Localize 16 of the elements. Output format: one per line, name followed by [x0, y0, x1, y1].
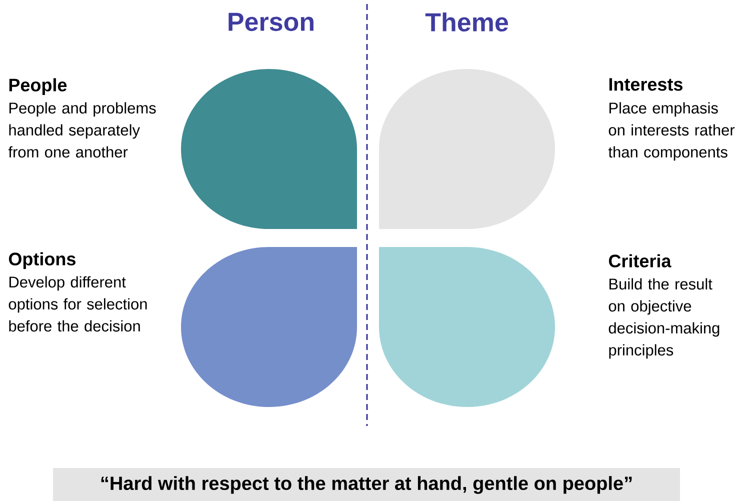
description: People and problems handled separately from one another: [8, 102, 156, 158]
petal-shape: [181, 247, 357, 407]
heading: Options: [8, 252, 76, 269]
column-heading: Person: [228, 12, 314, 32]
heading: People: [9, 78, 67, 95]
heading: Interests: [609, 78, 682, 91]
quote-box: [53, 468, 680, 501]
petal-shape: [181, 69, 357, 229]
quote-text: “Hard with respect to the matter at hand, gentle on people”: [101, 476, 632, 494]
description: Develop different options for selection before the decision: [8, 276, 147, 332]
description: Place emphasis on interests rather than components: [608, 102, 735, 161]
heading: Criteria: [608, 254, 672, 268]
petal-shape: [379, 69, 555, 229]
column-heading: Theme: [425, 12, 508, 32]
petal-shape: [379, 247, 555, 407]
description: Build the result on objective decision-making principles: [608, 278, 720, 359]
